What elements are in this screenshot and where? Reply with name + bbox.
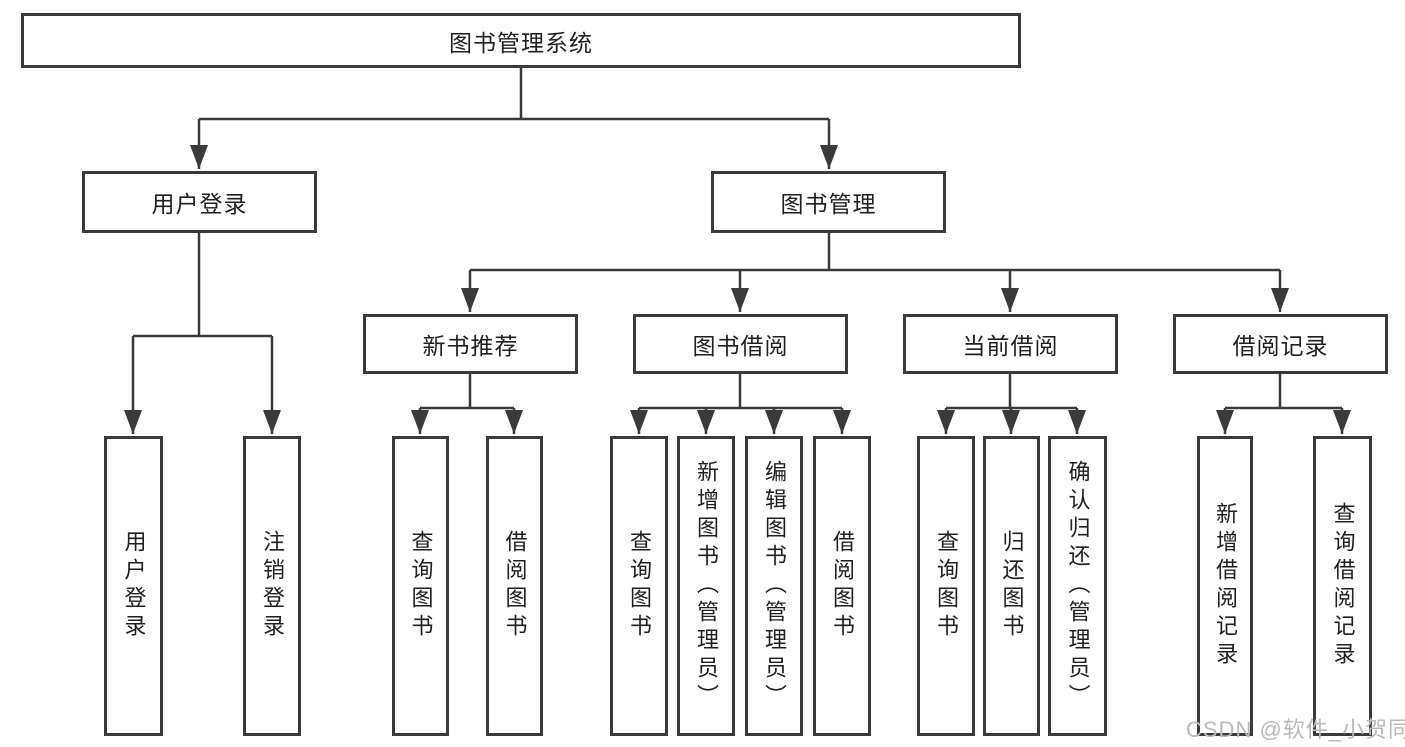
node-user-login-label: 用户登录 — [151, 191, 248, 217]
leaf-borrow-books-recommend: 借阅图书 — [486, 436, 543, 736]
leaf-return-books: 归还图书 — [983, 436, 1040, 736]
leaf-query-borrow-record-label: 查询借阅记录 — [1330, 502, 1356, 670]
leaf-query-books-borrowing-label: 查询图书 — [627, 530, 652, 642]
node-book-management-label: 图书管理 — [780, 191, 877, 217]
node-library-system: 图书管理系统 — [21, 13, 1021, 68]
node-new-book-recommend-label: 新书推荐 — [422, 333, 519, 359]
leaf-borrow-books: 借阅图书 — [813, 436, 871, 736]
leaf-edit-books-admin-label: 编辑图书（管理员） — [762, 460, 787, 712]
leaf-query-books-recommend: 查询图书 — [392, 436, 449, 736]
node-book-borrowing-label: 图书借阅 — [692, 333, 789, 359]
csdn-watermark: CSDN @软件_小贺同学 — [1186, 717, 1405, 742]
leaf-add-borrow-record: 新增借阅记录 — [1197, 436, 1253, 736]
leaf-query-books-recommend-label: 查询图书 — [408, 530, 434, 642]
leaf-add-books-admin: 新增图书（管理员） — [677, 436, 735, 736]
leaf-confirm-return-admin: 确认归还（管理员） — [1048, 436, 1107, 736]
leaf-query-books-current: 查询图书 — [917, 436, 975, 736]
leaf-query-borrow-record: 查询借阅记录 — [1313, 436, 1372, 736]
leaf-user-login: 用户登录 — [104, 436, 163, 736]
node-new-book-recommend: 新书推荐 — [363, 314, 578, 374]
leaf-return-books-label: 归还图书 — [999, 530, 1025, 642]
leaf-borrow-books-label: 借阅图书 — [830, 530, 855, 642]
leaf-logout: 注销登录 — [243, 436, 301, 736]
node-user-login: 用户登录 — [82, 171, 317, 233]
leaf-user-login-label: 用户登录 — [121, 530, 147, 642]
node-library-system-label: 图书管理系统 — [449, 29, 593, 56]
leaf-add-borrow-record-label: 新增借阅记录 — [1213, 502, 1238, 670]
leaf-edit-books-admin: 编辑图书（管理员） — [745, 436, 803, 736]
leaf-add-books-admin-label: 新增图书（管理员） — [694, 460, 719, 712]
node-book-management: 图书管理 — [711, 171, 946, 233]
node-current-borrowing: 当前借阅 — [903, 314, 1118, 374]
node-borrowing-records: 借阅记录 — [1173, 314, 1388, 374]
leaf-query-books-current-label: 查询图书 — [934, 530, 959, 642]
node-current-borrowing-label: 当前借阅 — [962, 333, 1059, 359]
leaf-borrow-books-recommend-label: 借阅图书 — [502, 530, 528, 642]
leaf-confirm-return-admin-label: 确认归还（管理员） — [1065, 460, 1091, 712]
node-book-borrowing: 图书借阅 — [633, 314, 848, 374]
leaf-logout-label: 注销登录 — [260, 530, 285, 642]
node-borrowing-records-label: 借阅记录 — [1232, 333, 1329, 359]
leaf-query-books-borrowing: 查询图书 — [610, 436, 668, 736]
